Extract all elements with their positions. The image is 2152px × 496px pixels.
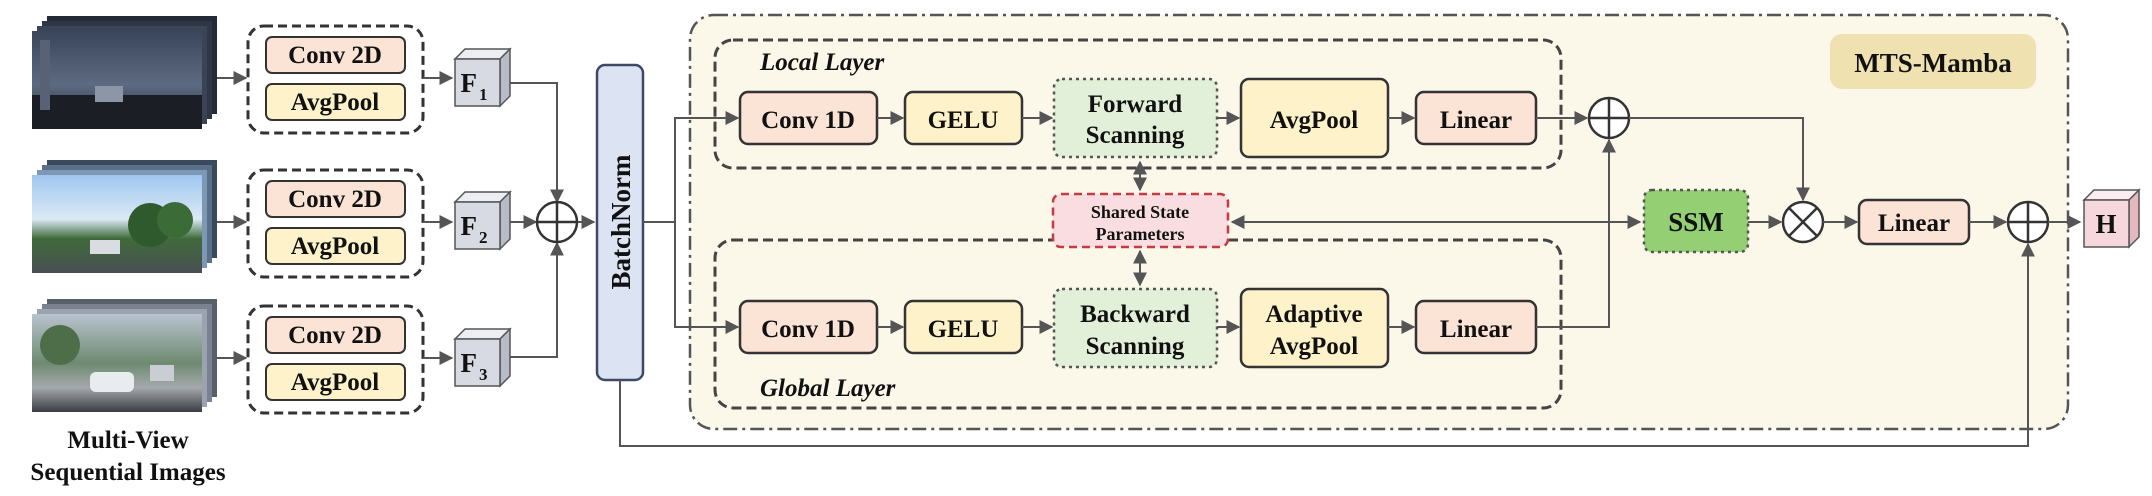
local-conv1d-label: Conv 1D	[761, 107, 855, 134]
final-linear-label: Linear	[1878, 210, 1950, 237]
batchnorm-label: BatchNorm	[606, 154, 636, 289]
conv2d-label-2: Conv 2D	[288, 186, 382, 213]
conv2d-label-3: Conv 2D	[288, 322, 382, 349]
avgpool-block-1	[265, 83, 406, 121]
feature-subscript-1: 1	[479, 85, 488, 104]
backward-scanning-line1: Backward	[1080, 301, 1190, 328]
local-gelu-label: GELU	[928, 107, 999, 134]
avgpool-block-3	[265, 363, 406, 401]
feature-cube-3: F 3	[453, 327, 512, 388]
conv2d-label-1: Conv 2D	[288, 42, 382, 69]
global-conv1d-label: Conv 1D	[761, 316, 855, 343]
extractor-group-2	[246, 168, 425, 279]
camera-image-stack-2	[32, 160, 217, 273]
output-label: H	[2095, 209, 2116, 239]
module-title: MTS-Mamba	[1854, 48, 2012, 78]
extractor-group-3	[246, 304, 425, 415]
shared-state-line1: Shared State	[1091, 202, 1189, 222]
global-linear-label: Linear	[1440, 316, 1512, 343]
camera-image-stack-3	[32, 299, 217, 412]
shared-state-block	[1051, 192, 1230, 249]
feature-label-1: F	[461, 68, 478, 98]
local-layer-box	[713, 38, 1563, 170]
feature-cube-2: F 2	[453, 190, 512, 251]
adaptive-avgpool-line1: Adaptive	[1265, 301, 1362, 328]
avgpool-label-2: AvgPool	[291, 233, 379, 260]
fusion-sum-icon	[535, 200, 579, 244]
image-to-extractor-arrows	[217, 71, 454, 365]
avgpool-block-2	[265, 227, 406, 265]
backward-scanning-line2: Scanning	[1086, 333, 1185, 360]
ssm-block	[1642, 188, 1750, 254]
caption-line-2: Sequential Images	[30, 459, 225, 486]
feature-label-2: F	[461, 211, 478, 241]
feature-cube-1: F 1	[453, 47, 512, 108]
output-cube: H	[2082, 188, 2141, 249]
conv2d-block-3	[265, 316, 406, 354]
global-layer-title: Global Layer	[760, 375, 896, 402]
feature-subscript-2: 2	[479, 228, 488, 247]
ssm-label: SSM	[1668, 207, 1724, 237]
feature-subscript-3: 3	[479, 365, 488, 384]
caption-line-1: Multi-View	[67, 427, 188, 454]
output-residual-sum-icon	[2006, 200, 2050, 244]
avgpool-label-1: AvgPool	[291, 89, 379, 116]
conv2d-block-2	[265, 180, 406, 218]
extractor-group-1	[246, 24, 425, 135]
local-avgpool-label: AvgPool	[1270, 107, 1358, 134]
avgpool-label-3: AvgPool	[291, 369, 379, 396]
feature-label-3: F	[461, 348, 478, 378]
multiply-icon	[1781, 200, 1825, 244]
local-residual-sum-icon	[1587, 96, 1631, 140]
local-linear-label: Linear	[1440, 107, 1512, 134]
forward-scanning-line1: Forward	[1088, 91, 1183, 118]
forward-scanning-line2: Scanning	[1086, 122, 1185, 149]
camera-image-stack-1	[32, 16, 217, 129]
conv2d-block-1	[265, 36, 406, 74]
shared-state-line2: Parameters	[1096, 224, 1185, 244]
local-layer-title: Local Layer	[759, 49, 885, 76]
adaptive-avgpool-line2: AvgPool	[1270, 333, 1358, 360]
global-gelu-label: GELU	[928, 316, 999, 343]
flow-connectors	[619, 111, 2082, 447]
feature-to-sum-arrows	[510, 82, 596, 358]
module-title-badge	[1830, 34, 2036, 89]
